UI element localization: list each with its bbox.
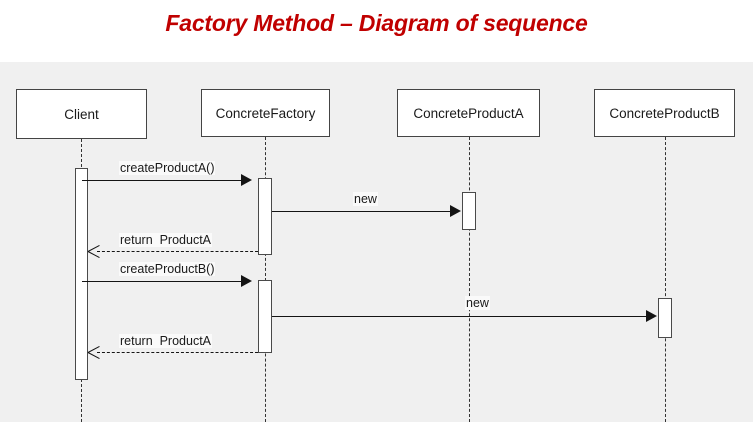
participant-label-concrete-product-b: ConcreteProductB [609, 105, 720, 121]
page-title: Factory Method – Diagram of sequence [165, 10, 588, 36]
message-line-new-product-a [272, 211, 450, 212]
message-arrowhead-new-product-b [646, 310, 657, 322]
activation-bar-client [75, 168, 88, 380]
sequence-diagram: Client ConcreteFactory ConcreteProductA … [0, 62, 753, 422]
message-line-new-product-b [272, 316, 646, 317]
message-line-create-product-b [82, 281, 242, 282]
lifeline-concrete-product-a [469, 137, 470, 422]
activation-bar-concrete-product-b [658, 298, 672, 338]
lifeline-concrete-product-b [665, 137, 666, 422]
message-label-return-product-a-1: return ProductA [119, 233, 213, 247]
participant-box-client[interactable]: Client [16, 89, 147, 139]
message-label-create-product-b: createProductB() [119, 262, 216, 276]
message-line-return-product-a-1 [97, 251, 258, 252]
message-line-create-product-a [82, 180, 242, 181]
message-label-new-product-a: new [353, 192, 378, 206]
participant-box-concrete-factory[interactable]: ConcreteFactory [201, 89, 330, 137]
activation-bar-concrete-product-a [462, 192, 476, 230]
participant-box-concrete-product-b[interactable]: ConcreteProductB [594, 89, 735, 137]
message-arrowhead-create-product-b [241, 275, 252, 287]
message-arrowhead-return-product-a-1 [88, 245, 100, 257]
activation-bar-concrete-factory-2 [258, 280, 272, 353]
participant-box-concrete-product-a[interactable]: ConcreteProductA [397, 89, 540, 137]
message-line-return-product-a-2 [97, 352, 258, 353]
message-label-return-product-a-2: return ProductA [119, 334, 213, 348]
message-arrowhead-new-product-a [450, 205, 461, 217]
message-arrowhead-return-product-a-2 [88, 346, 100, 358]
activation-bar-concrete-factory-1 [258, 178, 272, 255]
lifeline-concrete-factory [265, 137, 266, 422]
message-label-new-product-b: new [465, 296, 490, 310]
participant-label-client: Client [64, 106, 99, 122]
participant-label-concrete-factory: ConcreteFactory [215, 105, 316, 121]
participant-label-concrete-product-a: ConcreteProductA [413, 105, 524, 121]
message-label-create-product-a: createProductA() [119, 161, 216, 175]
message-arrowhead-create-product-a [241, 174, 252, 186]
